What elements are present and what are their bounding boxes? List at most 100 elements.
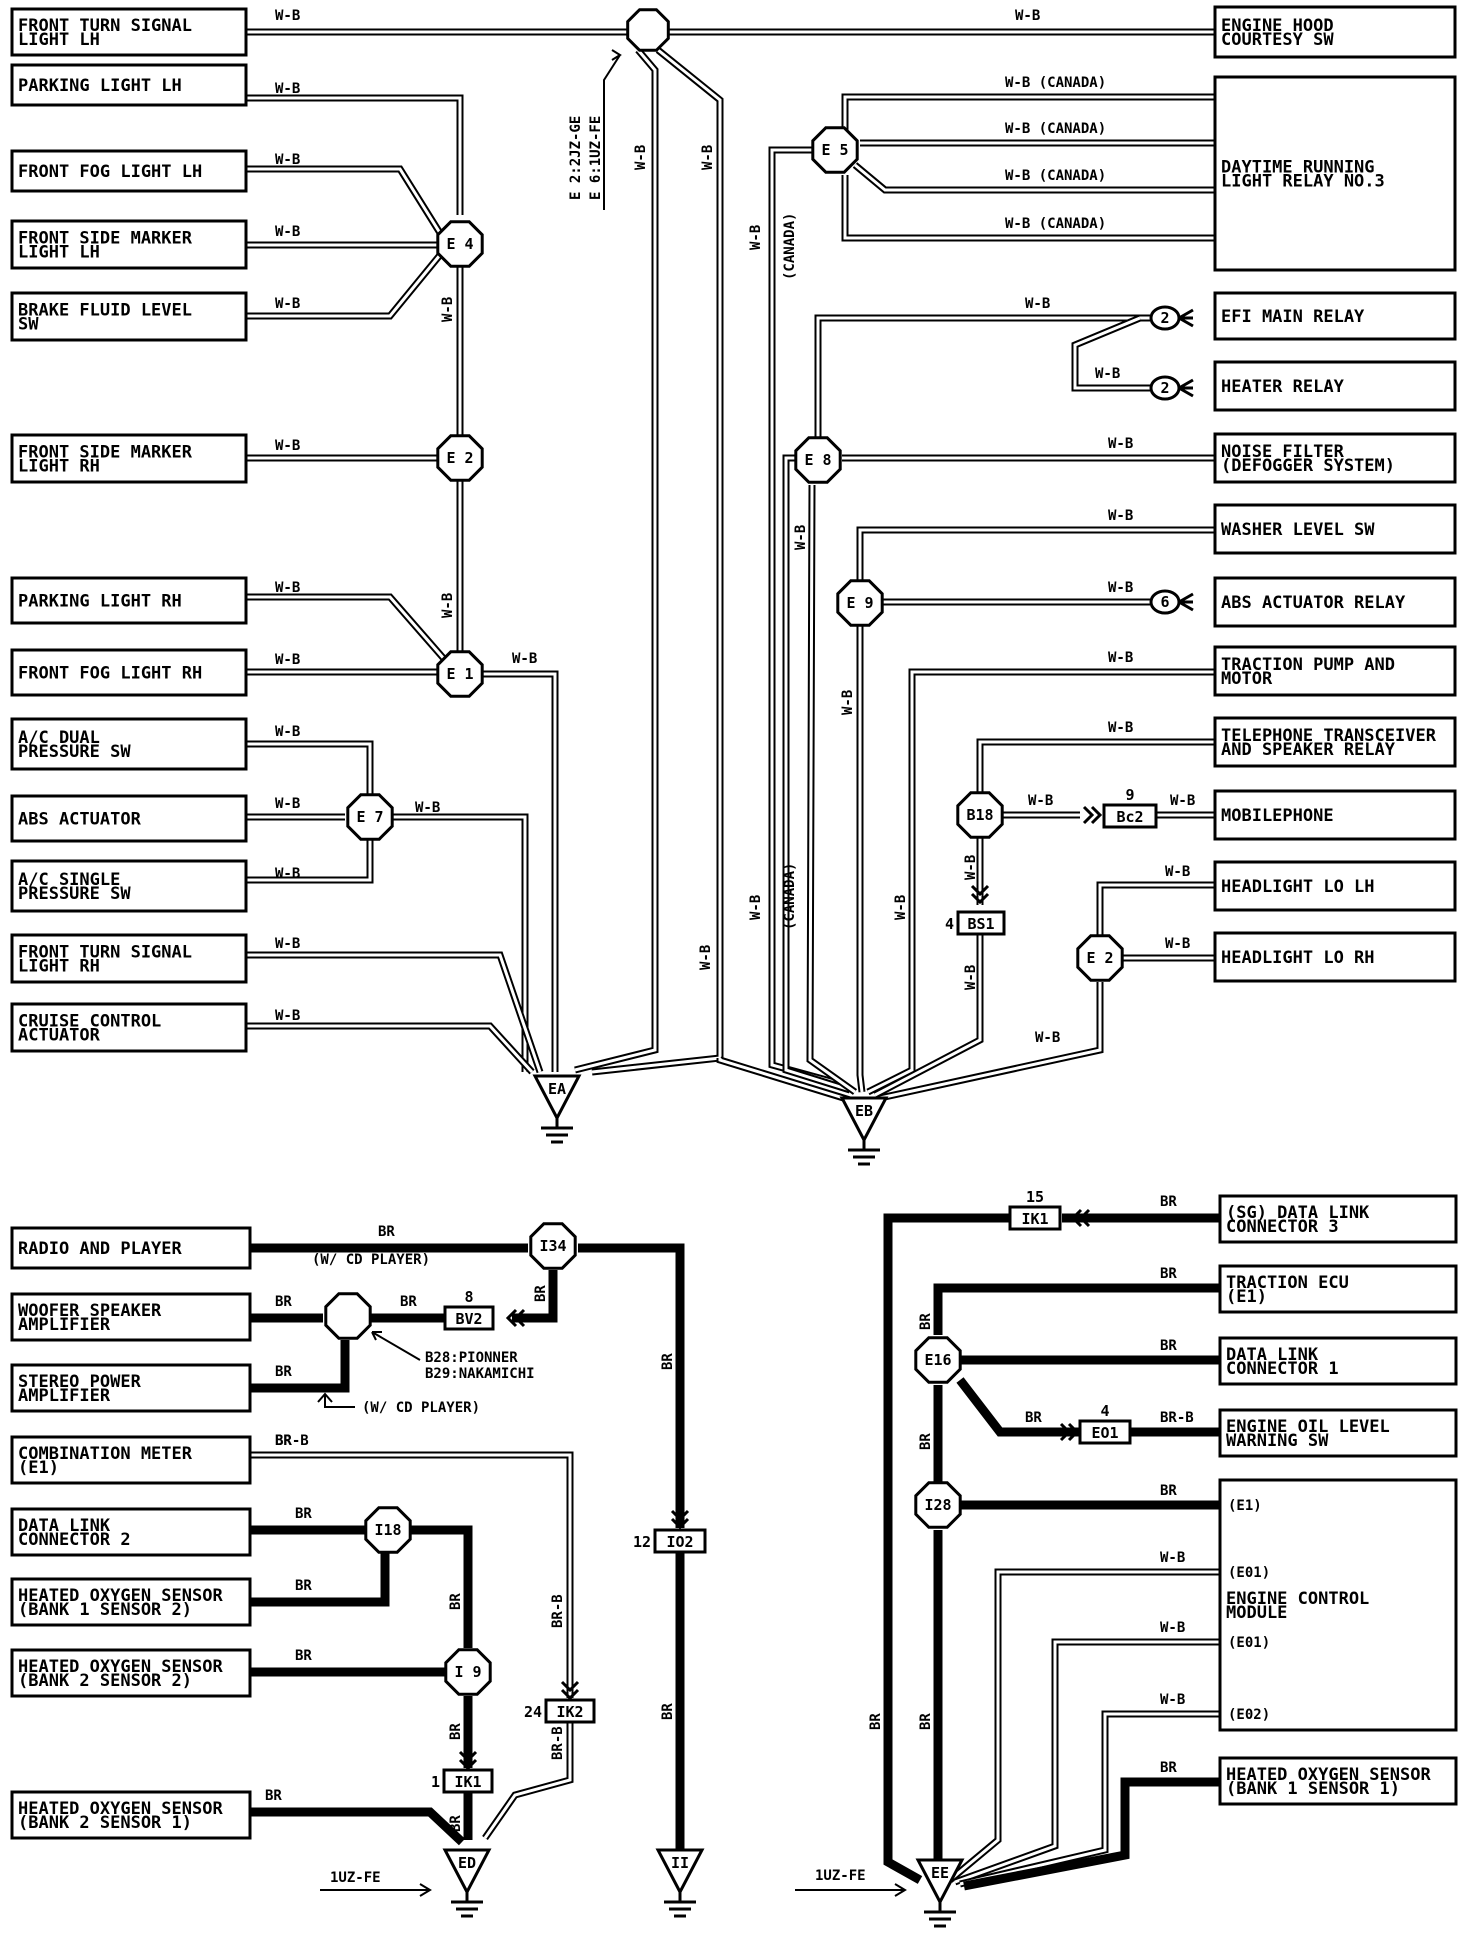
wb-label-tr-5: W-B xyxy=(1108,650,1133,666)
junction-e1-label: E 1 xyxy=(446,665,473,683)
box-ho2-b2s2-label: (BANK 2 SENSOR 2) xyxy=(18,1671,192,1691)
br-label-br-6: BR xyxy=(1160,1760,1177,1776)
box-woofer-label: WOOFER SPEAKER xyxy=(18,1301,162,1321)
wb-label-tl-0: W-B xyxy=(275,8,300,24)
box-front-side-marker-rh-label: LIGHT RH xyxy=(18,457,100,477)
ground-ii-label: II xyxy=(671,1854,689,1872)
box-oil-level-label: WARNING SW xyxy=(1226,1431,1329,1451)
wb-label-tl-4: W-B xyxy=(275,296,300,312)
wb-label-v8: W-B xyxy=(748,895,764,920)
box-abs-actuator-label: ABS ACTUATOR xyxy=(18,810,142,830)
box-washer-label: WASHER LEVEL SW xyxy=(1221,520,1375,540)
ecm-pin-label: (E01) xyxy=(1228,1565,1270,1581)
connector-arrow-icon xyxy=(1070,1208,1091,1228)
box-engine-hood-label: ENGINE HOOD xyxy=(1221,16,1334,36)
wire-washer xyxy=(856,526,1215,580)
wb-label-v2: W-B xyxy=(440,593,456,618)
connector-arrow-icon xyxy=(970,884,990,905)
note-1uz-fe-left: 1UZ-FE xyxy=(330,1870,381,1886)
connector-heater-2-label: 2 xyxy=(1160,379,1169,397)
wb-canada-label-4: W-B (CANADA) xyxy=(1005,216,1106,232)
junction-e4: E 4 xyxy=(436,220,484,268)
wb-label-br-1: W-B xyxy=(1160,1620,1185,1636)
wb-label-tl-8: W-B xyxy=(275,724,300,740)
connector-arrow-icon xyxy=(560,1680,580,1701)
box-dlc3-label: (SG) DATA LINK xyxy=(1226,1203,1370,1223)
connector-efi-2: 2 xyxy=(1149,305,1194,331)
junction-b18: B18 xyxy=(956,791,1004,839)
br-label-v1: BR xyxy=(660,1353,676,1370)
note-b28: B28:PIONNER xyxy=(425,1350,518,1366)
junction-e16-label: E16 xyxy=(924,1351,951,1369)
wb-label-v1: W-B xyxy=(440,297,456,322)
wire-ik1r-ee xyxy=(883,1213,1010,1884)
brb-label-1: BR-B xyxy=(275,1433,309,1449)
box-dlc3-label: CONNECTOR 3 xyxy=(1226,1217,1339,1237)
box-washer: WASHER LEVEL SW xyxy=(1213,503,1457,555)
br-label-v7: BR xyxy=(918,1313,934,1330)
box-mobilephone: MOBILEPHONE xyxy=(1213,789,1457,841)
wb-label-tl-5: W-B xyxy=(275,438,300,454)
wb-label-tl-15: W-B xyxy=(512,651,537,667)
wb-label-v3: W-B xyxy=(633,145,649,170)
wire-ho2-b2s1 xyxy=(250,1807,466,1846)
box-stereo-label: STEREO POWER xyxy=(18,1372,142,1392)
wb-label-tr-1: W-B xyxy=(1095,366,1120,382)
box-traction-ecu-label: (E1) xyxy=(1226,1287,1267,1307)
ground-ed-label: ED xyxy=(458,1854,476,1872)
box-ho2-b2s2-label: HEATED OXYGEN SENSOR xyxy=(18,1657,223,1677)
box-drl-relay-label: LIGHT RELAY NO.3 xyxy=(1221,172,1385,192)
junction-i28: I28 xyxy=(914,1481,962,1529)
wb-label-tr-3: W-B xyxy=(1108,508,1133,524)
connector-io2-label: IO2 xyxy=(666,1533,693,1551)
box-brake-fluid-label: SW xyxy=(18,315,39,335)
note-b29: B29:NAKAMICHI xyxy=(425,1366,535,1382)
box-heater-relay-label: HEATER RELAY xyxy=(1221,377,1345,397)
box-combo-meter-label: COMBINATION METER xyxy=(18,1444,193,1464)
box-headlight-rh: HEADLIGHT LO RH xyxy=(1213,931,1457,983)
box-ac-single-label: A/C SINGLE xyxy=(18,870,120,890)
box-front-fog-lh-label: FRONT FOG LIGHT LH xyxy=(18,162,202,182)
box-front-fog-rh-label: FRONT FOG LIGHT RH xyxy=(18,664,202,684)
br-label-v2: BR xyxy=(660,1703,676,1720)
junction-e2-right-label: E 2 xyxy=(1086,949,1113,967)
wire-ecm-e01-b xyxy=(953,1638,1220,1886)
junction-b18-label: B18 xyxy=(966,806,993,824)
connector-arrow-icon xyxy=(670,1509,690,1530)
ground-ee-label: EE xyxy=(931,1864,949,1882)
canada-label-v2: (CANADA) xyxy=(782,863,798,930)
box-ho2-b1s2-label: HEATED OXYGEN SENSOR xyxy=(18,1586,223,1606)
box-radio: RADIO AND PLAYER xyxy=(10,1226,252,1270)
wb-label-tl-3: W-B xyxy=(275,224,300,240)
connector-abs-relay-6: 6 xyxy=(1149,589,1194,615)
wire-traction-ecu xyxy=(933,1283,1220,1335)
wire-top-node-eb xyxy=(591,47,724,1076)
junction-e8: E 8 xyxy=(794,436,842,484)
wire-telephone xyxy=(976,738,1215,795)
wire-e16-eo1 xyxy=(956,1377,1080,1437)
box-efi-relay: EFI MAIN RELAY xyxy=(1213,291,1457,341)
junction-e1: E 1 xyxy=(436,650,484,698)
wire-bs1-eb xyxy=(873,935,984,1099)
box-ho2-b2s1: HEATED OXYGEN SENSOR(BANK 2 SENSOR 1) xyxy=(10,1790,252,1840)
wb-label-tr-11: W-B xyxy=(1035,1030,1060,1046)
top-junction-node xyxy=(626,8,670,52)
junction-e16: E16 xyxy=(914,1336,962,1384)
br-label-v8: BR xyxy=(918,1433,934,1450)
box-telephone-label: TELEPHONE TRANSCEIVER xyxy=(1221,726,1437,746)
wire-fog-lh xyxy=(246,165,443,235)
box-ho2-b2s2: HEATED OXYGEN SENSOR(BANK 2 SENSOR 2) xyxy=(10,1648,252,1698)
box-combo-meter-label: (E1) xyxy=(18,1458,59,1478)
canada-label-v1: (CANADA) xyxy=(782,213,798,280)
box-ecm-label: MODULE xyxy=(1226,1603,1287,1623)
wb-label-tl-6: W-B xyxy=(275,580,300,596)
box-ac-single-label: PRESSURE SW xyxy=(18,884,131,904)
